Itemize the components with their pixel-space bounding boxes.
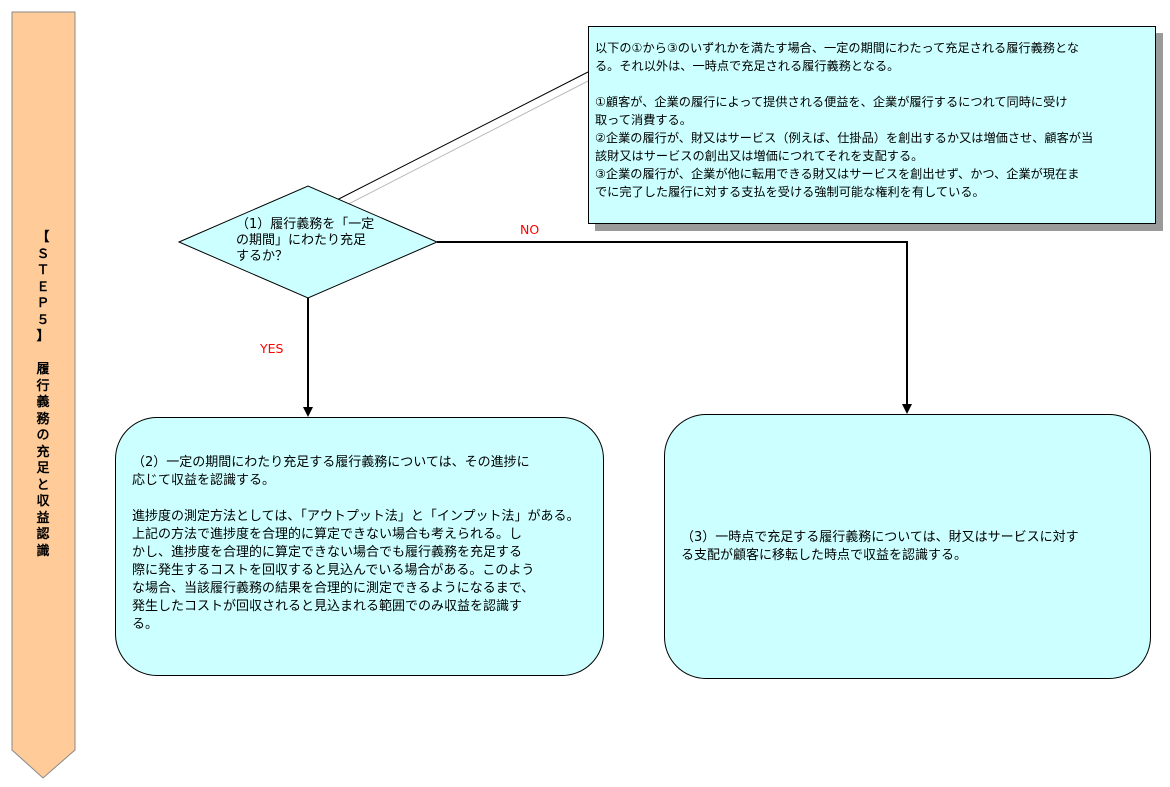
- decision-line: するか？: [236, 249, 289, 264]
- over-time-box: （2）一定の期間にわたり充足する履行義務については、その進捗に応じて収益を認識す…: [115, 417, 604, 676]
- callout-line: る。それ以外は、一時点で充足される履行義務となる。: [595, 59, 900, 73]
- callout-line: [595, 75, 1149, 93]
- over-time-line: 際に発生するコストを回収すると見込んでいる場合がある。このよう: [132, 563, 535, 578]
- banner-char: Ｅ: [36, 279, 50, 295]
- over-time-line: な場合、当該履行義務の結果を合理的に測定できるようになるまで、: [132, 581, 535, 596]
- point-in-time-line: （3）一時点で充足する履行義務については、財又はサービスに対す: [681, 530, 1079, 545]
- no-label: NO: [520, 222, 540, 237]
- point-in-time-line: る支配が顧客に移転した時点で収益を認識する。: [681, 548, 968, 563]
- over-time-line: （2）一定の期間にわたり充足する履行義務については、その進捗に: [132, 455, 530, 470]
- callout-line: 以下の①から③のいずれかを満たす場合、一定の期間にわたって充足される履行義務とな: [595, 41, 1080, 55]
- banner-char: 務: [36, 411, 50, 427]
- criteria-callout: 以下の①から③のいずれかを満たす場合、一定の期間にわたって充足される履行義務とな…: [588, 26, 1156, 224]
- banner-char: 識: [36, 543, 50, 559]
- banner-char: Ｔ: [36, 263, 50, 278]
- banner-char: 義: [36, 395, 50, 410]
- yes-arrowhead-icon: [303, 407, 313, 417]
- banner-char: の: [36, 428, 50, 443]
- callout-pointer-shadow: [332, 79, 591, 213]
- banner-char: 益: [36, 510, 50, 526]
- step-banner-shape: [11, 11, 76, 779]
- banner-char: 認: [36, 527, 50, 542]
- callout-line: ②企業の履行が、財又はサービス（例えば、仕掛品）を創出するか又は増価させ、顧客が…: [595, 131, 1094, 145]
- banner-char: 行: [36, 378, 50, 394]
- decision-line: （1）履行義務を「一定: [236, 217, 375, 232]
- banner-char: [32, 346, 54, 363]
- banner-char: ５: [36, 312, 50, 328]
- over-time-line: 進捗度の測定方法としては、「アウトプット法」と「インプット法」がある。: [132, 509, 580, 524]
- callout-line: でに完了した履行に対する支払を受ける強制可能な権利を有している。: [595, 185, 985, 199]
- over-time-line: 発生したコストが回収されると見込まれる範囲でのみ収益を認識す: [132, 599, 523, 614]
- decision-question: （1）履行義務を「一定の期間」にわたり充足するか？: [236, 217, 374, 265]
- callout-line: ①顧客が、企業の履行によって提供される便益を、企業が履行するにつれて同時に受け: [595, 95, 1068, 109]
- over-time-line: 応じて収益を認識する。: [132, 473, 276, 488]
- banner-char: 収: [36, 494, 50, 509]
- banner-char: 】: [36, 329, 50, 344]
- banner-char: Ｓ: [36, 246, 50, 262]
- point-in-time-box: （3）一時点で充足する履行義務については、財又はサービスに対する支配が顧客に移転…: [664, 414, 1151, 679]
- over-time-line: る。: [132, 617, 159, 632]
- yes-label: YES: [260, 341, 284, 356]
- over-time-line: かし、進捗度を合理的に算定できない場合でも履行義務を充足する: [132, 545, 523, 560]
- callout-line: 該財又はサービスの創出又は増価につれてそれを支配する。: [595, 149, 924, 163]
- callout-line: ③企業の履行が、企業が他に転用できる財又はサービスを創出せず、かつ、企業が現在ま: [595, 167, 1080, 181]
- banner-char: 【: [36, 230, 50, 245]
- banner-char: と: [36, 477, 50, 493]
- banner-char: 履: [36, 362, 50, 377]
- callout-line: 取って消費する。: [595, 113, 692, 127]
- banner-char: 充: [36, 444, 50, 460]
- over-time-line: [132, 490, 593, 508]
- banner-char: 足: [36, 461, 50, 476]
- no-arrowhead-icon: [902, 404, 912, 414]
- decision-line: の期間」にわたり充足: [236, 233, 367, 248]
- callout-pointer-line: [326, 71, 589, 206]
- banner-char: Ｐ: [36, 296, 50, 311]
- over-time-line: 上記の方法で進捗度を合理的に算定できない場合も考えられる。し: [132, 527, 523, 542]
- no-connector: [437, 241, 908, 405]
